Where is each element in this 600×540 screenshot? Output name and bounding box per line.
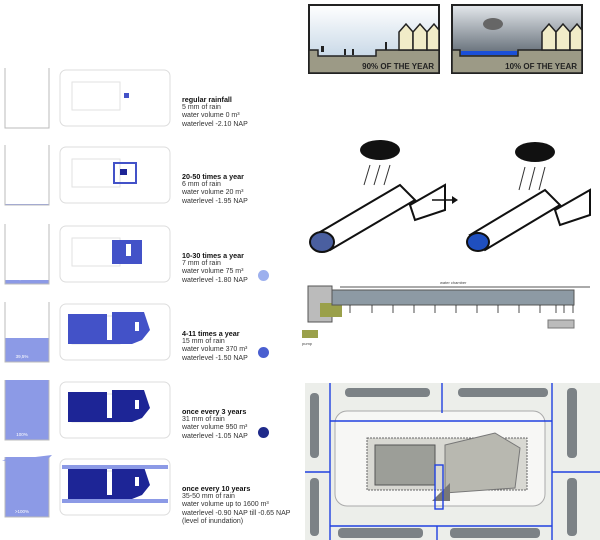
- year-panels: 90% OF THE YEAR 10% OF THE YEAR: [308, 4, 583, 74]
- rain-cloud-icon: [360, 140, 555, 162]
- beaker-icon: 100%: [4, 380, 50, 441]
- flood-plan: [59, 458, 171, 516]
- houses-icon: [398, 22, 440, 51]
- scenario-text: once every 10 years 35-50 mm of rain wat…: [182, 484, 291, 526]
- scenario-graphic: 2,0%: [4, 145, 171, 206]
- scenario-volume: water volume 950 m³: [182, 424, 248, 432]
- scenario-level: waterlevel -0.90 NAP till -0.65 NAP: [182, 509, 291, 517]
- scenario-volume: water volume 20 m³: [182, 189, 244, 197]
- flood-plan: [59, 146, 171, 204]
- beaker-fill: [5, 457, 49, 517]
- panel-dry: 90% OF THE YEAR: [308, 4, 440, 74]
- beaker-fill: [5, 280, 49, 284]
- pump-icon: [302, 330, 318, 338]
- section-diagram: water chamber pump: [302, 280, 590, 346]
- scenario-volume: water volume 0 m³: [182, 112, 240, 120]
- building-blocks: [310, 388, 577, 538]
- scenario-level: waterlevel -1.05 NAP: [182, 432, 248, 440]
- arrow-icon: [432, 196, 458, 204]
- scenario-text: regular rainfall 5 mm of rain water volu…: [182, 95, 248, 129]
- scenario-rain: 31 mm of rain: [182, 416, 225, 424]
- pump-label: pump: [302, 341, 313, 346]
- pipes: [309, 183, 591, 253]
- legend-dot: [258, 347, 269, 358]
- water-chamber-label: water chamber: [440, 280, 467, 285]
- scenario-extra: (level of inundation): [182, 517, 244, 525]
- people-icon: [321, 42, 387, 55]
- fill-percent: 100%: [16, 432, 28, 437]
- scenario-volume: water volume 75 m³: [182, 268, 244, 276]
- beaker-fill: [5, 338, 49, 362]
- scenario-title: once every 10 years: [182, 484, 251, 493]
- scenario-rain: 35-50 mm of rain: [182, 493, 235, 501]
- legend-dot: [258, 427, 269, 438]
- scenario-text: 4-11 times a year 15 mm of rain water vo…: [182, 329, 248, 363]
- scenario-graphic: 100%: [4, 380, 171, 441]
- scenario-rain: 7 mm of rain: [182, 260, 221, 268]
- flood-plan: [59, 69, 171, 127]
- fill-percent: >100%: [15, 509, 29, 514]
- scenario-volume: water volume 370 m³: [182, 346, 248, 354]
- rain-cloud-icon: [483, 18, 503, 30]
- beaker-icon: 2,0%: [4, 145, 50, 206]
- panel-wet: 10% OF THE YEAR: [451, 4, 583, 74]
- scenario-volume: water volume up to 1600 m³: [182, 501, 269, 509]
- scenario-rain: 15 mm of rain: [182, 338, 225, 346]
- flood-plan: [59, 381, 171, 439]
- scenario-graphic: >100%: [2, 455, 171, 518]
- flood-plan: [59, 303, 171, 361]
- panel-wet-label: 10% OF THE YEAR: [505, 62, 577, 71]
- scenario-level: waterlevel -2.10 NAP: [182, 120, 248, 128]
- houses-icon: [541, 22, 583, 51]
- drainage-lines: [305, 383, 600, 540]
- pipe-diagram: [309, 140, 591, 253]
- water-chamber: [331, 289, 575, 306]
- beaker-fill: [5, 380, 49, 440]
- scenario-graphic: 39,5%: [4, 302, 171, 363]
- scenario-text: once every 3 years 31 mm of rain water v…: [182, 407, 248, 441]
- scenario-title: 10-30 times a year: [182, 251, 244, 260]
- overflow-splash: [2, 455, 52, 463]
- scenario-rain: 6 mm of rain: [182, 181, 221, 189]
- beaker-icon: [4, 68, 50, 129]
- fill-percent: 6,1%: [17, 276, 27, 281]
- scenario-title: 4-11 times a year: [182, 329, 240, 338]
- scenario-level: waterlevel -1.95 NAP: [182, 197, 248, 205]
- beaker-icon: 39,5%: [4, 302, 50, 363]
- scenario-graphic: 6,1%: [4, 224, 171, 285]
- scenario-title: regular rainfall: [182, 95, 232, 104]
- scenario-text: 10-30 times a year 7 mm of rain water vo…: [182, 251, 248, 285]
- scenario-title: 20-50 times a year: [182, 172, 244, 181]
- scenario-level: waterlevel -1.50 NAP: [182, 354, 248, 362]
- fill-percent: 39,5%: [16, 354, 29, 359]
- scenario-rain: 5 mm of rain: [182, 104, 221, 112]
- scenario-graphic: [4, 68, 171, 129]
- legend-dot: [258, 270, 269, 281]
- site-plan: [305, 383, 600, 540]
- rain-lines: [363, 164, 546, 191]
- scenario-level: waterlevel -1.80 NAP: [182, 276, 248, 284]
- scenario-title: once every 3 years: [182, 407, 247, 416]
- fill-percent: 2,0%: [17, 197, 27, 202]
- beaker-icon: 6,1%: [4, 224, 50, 285]
- scenario-text: 20-50 times a year 6 mm of rain water vo…: [182, 172, 248, 206]
- flooded-basin: [461, 51, 517, 55]
- beaker-icon: >100%: [2, 455, 52, 518]
- panel-dry-label: 90% OF THE YEAR: [362, 62, 434, 71]
- infiltration-arrows: [349, 305, 574, 313]
- flood-plan: [59, 225, 171, 283]
